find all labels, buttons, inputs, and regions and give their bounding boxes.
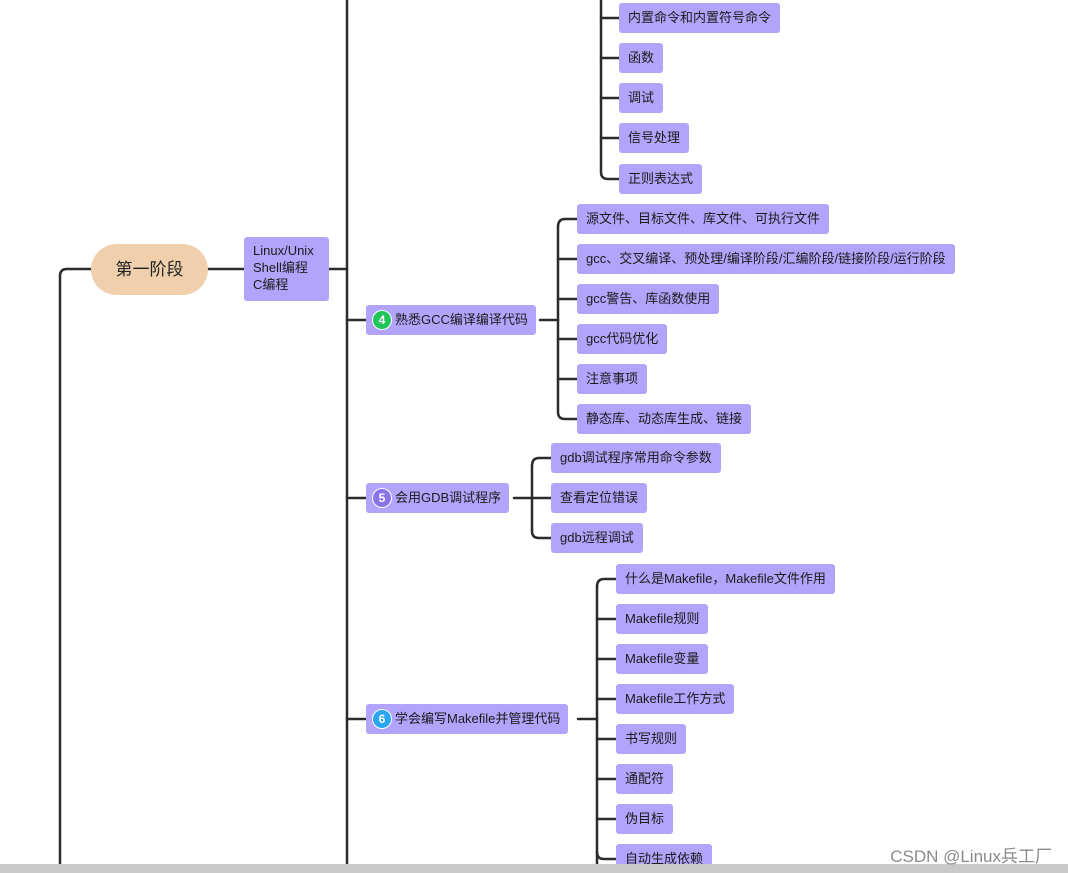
number-4-badge: 4 <box>373 310 391 329</box>
section-6-child[interactable]: Makefile规则 <box>616 604 709 634</box>
number-6-badge: 6 <box>373 709 391 728</box>
section-5-child[interactable]: gdb调试程序常用命令参数 <box>551 443 721 473</box>
top-item-node[interactable]: 内置命令和内置符号命令 <box>619 3 781 33</box>
root-node[interactable]: 第一阶段 <box>91 244 208 295</box>
main-topic-line: Linux/Unix <box>253 243 314 258</box>
section-label: 学会编写Makefile并管理代码 <box>395 711 561 726</box>
top-item-node[interactable]: 函数 <box>619 43 664 73</box>
section-6-child[interactable]: 通配符 <box>616 764 674 794</box>
horizontal-scrollbar[interactable] <box>0 864 1068 873</box>
section-6-child[interactable]: 书写规则 <box>616 724 687 754</box>
section-4-child[interactable]: gcc、交叉编译、预处理/编译阶段/汇编阶段/链接阶段/运行阶段 <box>577 244 955 274</box>
section-4-node[interactable]: 4 熟悉GCC编译编译代码 <box>366 305 536 335</box>
section-4-child[interactable]: 注意事项 <box>577 364 648 394</box>
number-5-badge: 5 <box>373 488 391 507</box>
section-4-child[interactable]: gcc警告、库函数使用 <box>577 284 720 314</box>
top-item-node[interactable]: 信号处理 <box>619 123 690 153</box>
top-item-node[interactable]: 调试 <box>619 83 664 113</box>
section-5-child[interactable]: gdb远程调试 <box>551 523 643 553</box>
main-topic-node[interactable]: Linux/Unix Shell编程 C编程 <box>244 237 329 301</box>
section-6-node[interactable]: 6 学会编写Makefile并管理代码 <box>366 704 569 734</box>
section-label: 熟悉GCC编译编译代码 <box>395 312 528 327</box>
watermark-text: CSDN @Linux兵工厂 <box>890 847 1052 866</box>
section-4-child[interactable]: 源文件、目标文件、库文件、可执行文件 <box>577 204 830 234</box>
section-6-child[interactable]: Makefile变量 <box>616 644 709 674</box>
section-6-child[interactable]: 伪目标 <box>616 804 674 834</box>
main-topic-line: Shell编程 <box>253 260 308 275</box>
section-label: 会用GDB调试程序 <box>395 490 502 505</box>
section-4-child[interactable]: gcc代码优化 <box>577 324 668 354</box>
section-6-child[interactable]: 什么是Makefile，Makefile文件作用 <box>616 564 835 594</box>
section-5-node[interactable]: 5 会用GDB调试程序 <box>366 483 510 513</box>
top-item-node[interactable]: 正则表达式 <box>619 164 703 194</box>
section-6-child[interactable]: Makefile工作方式 <box>616 684 735 714</box>
section-4-child[interactable]: 静态库、动态库生成、链接 <box>577 404 752 434</box>
main-topic-line: C编程 <box>253 277 289 292</box>
section-5-child[interactable]: 查看定位错误 <box>551 483 648 513</box>
